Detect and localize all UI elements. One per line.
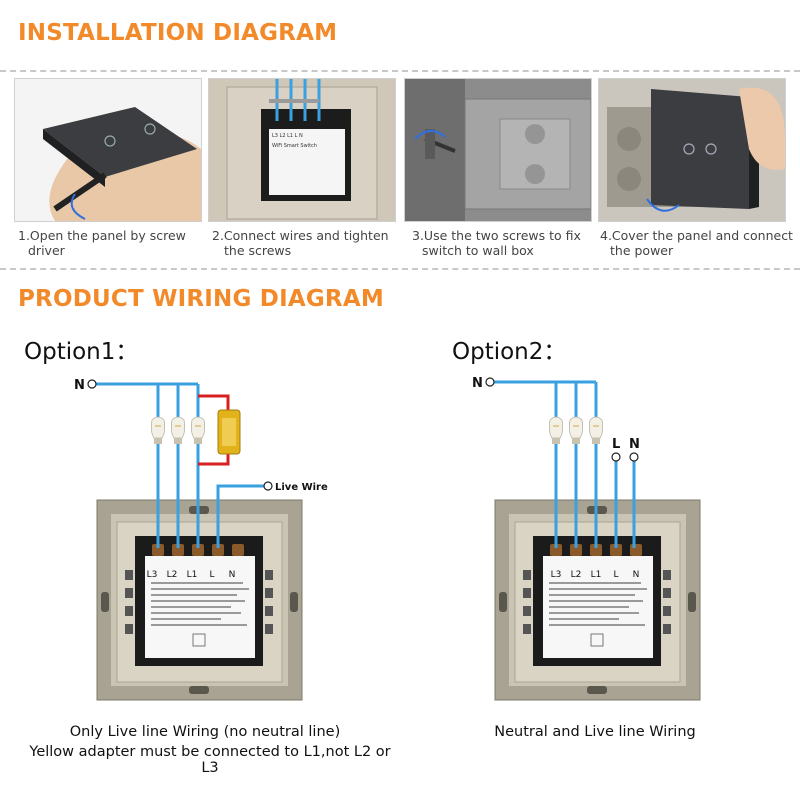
divider-middle xyxy=(0,268,800,270)
option2-neutral-in-label: N xyxy=(629,437,640,452)
option1-neutral-label: N xyxy=(74,378,85,393)
option2-terminal-l1: L1 xyxy=(591,570,602,580)
option2-terminal-labels: L3 L2 L1 L N xyxy=(551,570,640,580)
step-2-image: L3 L2 L1 L N WiFi Smart Switch xyxy=(208,78,396,222)
step-3-caption: 3.Use the two screws to fix switch to wa… xyxy=(412,228,581,258)
option2-label: Option2： xyxy=(452,339,567,365)
option2-wires xyxy=(494,380,636,548)
option1-terminal-labels: L3 L2 L1 L N xyxy=(147,570,236,580)
option2-terminal-l3: L3 xyxy=(551,570,562,580)
option1-terminal-n: N xyxy=(229,570,236,580)
option1-live-label: Live Wire xyxy=(275,482,328,493)
option2-caption: Neutral and Live line Wiring xyxy=(494,724,696,740)
step-3-image xyxy=(404,78,592,222)
option2-neutral-label: N xyxy=(472,376,483,391)
svg-text:L3 L2 L1 L N: L3 L2 L1 L N xyxy=(272,133,303,139)
step-2-caption: 2.Connect wires and tighten the screws xyxy=(212,228,389,258)
step-1-image xyxy=(14,78,202,222)
option2-terminal-l2: L2 xyxy=(571,570,582,580)
option2-bulb-icons xyxy=(548,416,604,445)
option1-caption: Only Live line Wiring (no neutral line) … xyxy=(29,724,391,776)
option2-neutral-terminal-icon xyxy=(485,377,495,387)
option2-terminal-n: N xyxy=(633,570,640,580)
wiring-title: PRODUCT WIRING DIAGRAM xyxy=(18,286,384,312)
option1-neutral-terminal-icon xyxy=(87,379,97,389)
option1-terminal-l1: L1 xyxy=(187,570,198,580)
option1-live-terminal-icon xyxy=(263,481,273,491)
wiring-diagram: L3 L2 L1 L N N Live Wire L3 L2 L1 L N xyxy=(74,376,701,701)
divider-top xyxy=(0,70,800,72)
svg-text:WiFi Smart Switch: WiFi Smart Switch xyxy=(272,143,317,149)
step-4-image xyxy=(598,78,786,222)
option2-live-in-terminal-icon xyxy=(611,452,621,462)
option1-terminal-l2: L2 xyxy=(167,570,178,580)
option2-neutral-in-terminal-icon xyxy=(629,452,639,462)
option1-bulb-icons xyxy=(150,416,206,445)
step-4-caption: 4.Cover the panel and connect the power xyxy=(600,228,793,258)
yellow-adapter-icon xyxy=(217,409,241,455)
option1-terminal-l3: L3 xyxy=(147,570,158,580)
option2-terminal-l: L xyxy=(613,570,618,580)
option2-live-in-label: L xyxy=(612,437,620,452)
option1-label: Option1： xyxy=(24,339,139,365)
option1-wires xyxy=(96,382,264,548)
option1-terminal-l: L xyxy=(209,570,214,580)
step-1-caption: 1.Open the panel by screw driver xyxy=(18,228,186,258)
installation-title: INSTALLATION DIAGRAM xyxy=(18,20,338,46)
